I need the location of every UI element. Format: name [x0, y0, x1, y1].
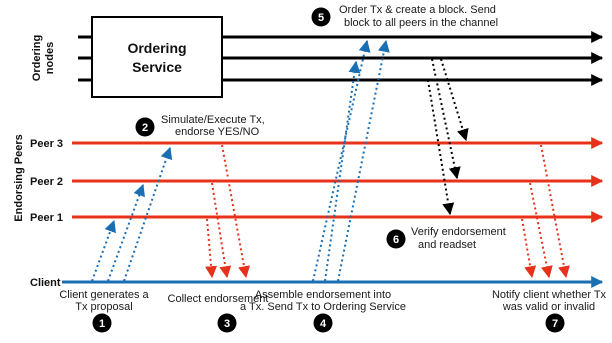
ordering-nodes-label-2: nodes: [44, 42, 56, 74]
block-delivery-arrow-peer2: [431, 58, 461, 180]
notify-arrows: [521, 144, 570, 279]
step-5-text-1: Order Tx & create a block. Send: [339, 4, 496, 16]
ordering-service-label-2: Service: [132, 59, 182, 75]
proposal-arrow-peer1: [91, 219, 116, 282]
step-5-number: 5: [318, 12, 324, 24]
step-2-badge: [135, 117, 155, 137]
step-6: 6 Verify endorsement and readset: [386, 226, 506, 251]
endorsement-arrow-peer1: [205, 218, 218, 279]
block-delivery-arrow-peer3: [440, 58, 469, 142]
block-delivery-arrow-peer1: [427, 79, 455, 216]
tx-submit-arrows: [312, 39, 390, 282]
step-2-number: 2: [142, 122, 148, 134]
notify-arrow-peer1: [521, 218, 537, 279]
block-delivery-arrows: [427, 58, 469, 216]
step-7-text-2: was valid or invalid: [502, 301, 595, 313]
proposal-arrow-peer2: [107, 183, 145, 282]
step-2: 2 Simulate/Execute Tx, endorse YES/NO: [135, 114, 265, 138]
step-7: 7 Notify client whether Tx was valid or …: [492, 289, 607, 333]
notify-arrow-peer3: [540, 144, 570, 279]
step-7-number: 7: [552, 318, 558, 330]
step-2-text-1: Simulate/Execute Tx,: [161, 114, 265, 126]
lane-label-peer1: Peer 1: [30, 212, 63, 224]
step-1-text-2: Tx proposal: [75, 301, 132, 313]
lane-label-peer3: Peer 3: [30, 138, 63, 150]
step-5-text-2: block to all peers in the channel: [344, 17, 498, 29]
step-1-number: 1: [99, 318, 105, 330]
step-1: 1 Client generates a Tx proposal: [59, 289, 150, 333]
lane-label-client: Client: [30, 277, 61, 289]
ordering-nodes-label-1: Ordering: [31, 35, 43, 81]
tx-submit-arrow-2: [324, 60, 361, 282]
step-2-text-2: endorse YES/NO: [175, 126, 260, 138]
ordering-service-box: [91, 16, 223, 98]
step-7-text-1: Notify client whether Tx: [492, 289, 607, 301]
ordering-service-label-1: Ordering: [127, 40, 186, 56]
step-4-badge: [313, 313, 333, 333]
peer-lines: [72, 137, 604, 223]
endorsing-peers-label: Endorsing Peers: [13, 134, 25, 221]
notify-arrow-peer2: [529, 182, 553, 279]
step-6-badge: [386, 229, 406, 249]
endorsement-arrow-peer2: [211, 182, 232, 279]
step-4: 4 Assemble endorsement into a Tx. Send T…: [240, 289, 406, 333]
endorsement-arrows: [205, 144, 250, 279]
step-7-badge: [545, 313, 565, 333]
step-1-badge: [92, 313, 112, 333]
step-3-number: 3: [224, 318, 230, 330]
step-4-number: 4: [320, 318, 327, 330]
proposal-arrows: [91, 146, 173, 282]
proposal-arrow-peer3: [123, 146, 173, 282]
step-4-text-1: Assemble endorsement into: [255, 289, 391, 301]
step-6-text-1: Verify endorsement: [411, 226, 506, 238]
step-6-number: 6: [393, 234, 399, 246]
tx-submit-arrow-3: [337, 39, 390, 282]
step-4-text-2: a Tx. Send Tx to Ordering Service: [240, 301, 406, 313]
step-3-text-1: Collect endorsement: [168, 293, 269, 305]
lane-label-peer2: Peer 2: [30, 176, 63, 188]
step-5: 5 Order Tx & create a block. Send block …: [311, 4, 498, 29]
tx-submit-arrow-1: [312, 39, 371, 282]
step-1-text-1: Client generates a: [59, 289, 149, 301]
step-6-text-2: and readset: [418, 239, 476, 251]
endorsement-arrow-peer3: [221, 144, 250, 279]
step-3: 3 Collect endorsement: [168, 293, 269, 333]
step-3-badge: [217, 313, 237, 333]
step-5-badge: [311, 7, 331, 27]
